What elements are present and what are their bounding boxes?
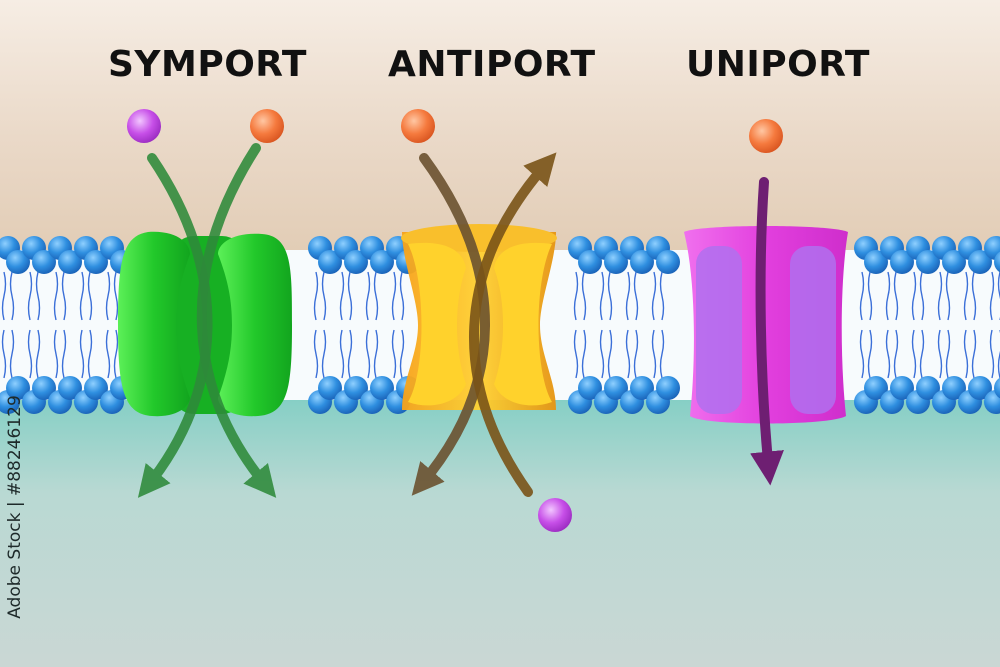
lipid-tail (599, 271, 613, 321)
phospholipid-head (58, 376, 82, 400)
lipid-tail (53, 271, 67, 321)
phospholipid-head (994, 377, 1000, 399)
lipid-tail (625, 329, 639, 379)
uniport-protein (684, 226, 848, 424)
antiport-arrow-inward (411, 153, 490, 496)
extracellular-space (0, 0, 1000, 250)
lipid-tail (391, 329, 405, 379)
phospholipid-head (578, 250, 602, 274)
uniport-channel-left (696, 246, 742, 414)
phospholipid-head (318, 250, 342, 274)
lipid-tail (911, 271, 925, 321)
symport-protein-left-half (118, 231, 190, 417)
lipid-tail (625, 271, 639, 321)
symport-protein (118, 231, 292, 417)
lipid-tail (339, 329, 353, 379)
phospholipid-head (864, 250, 888, 274)
lipid-tail (989, 271, 1000, 321)
phospholipid-head (604, 376, 628, 400)
phospholipid-head (370, 250, 394, 274)
antiport-purple-molecule (538, 498, 572, 532)
phospholipid-head (318, 376, 342, 400)
lipid-tail (859, 329, 873, 379)
lipid-tail (105, 329, 119, 379)
lipid-tail (53, 329, 67, 379)
symport-title: SYMPORT (108, 44, 307, 85)
lipid-tail (339, 271, 353, 321)
phospholipid-head (630, 250, 654, 274)
lipid-tail (599, 329, 613, 379)
phospholipid-head (344, 376, 368, 400)
phospholipid-head (864, 376, 888, 400)
phospholipid-head (578, 376, 602, 400)
phospholipid-head (630, 376, 654, 400)
antiport-arrow-outward (469, 152, 557, 497)
phospholipid-head (656, 250, 680, 274)
lipid-tail (885, 271, 899, 321)
lipid-tail (391, 271, 405, 321)
lipid-tail (365, 271, 379, 321)
phospholipid-head (916, 376, 940, 400)
stock-image-id-text: Adobe Stock | #88246129 (5, 395, 25, 619)
stock-image-id: Adobe Stock | #88246129 (4, 395, 26, 619)
phospholipid-head (968, 376, 992, 400)
lipid-tail (651, 271, 665, 321)
symport-arrow-left (137, 153, 213, 498)
phospholipid-head (656, 376, 680, 400)
phospholipid-head (6, 250, 30, 274)
phospholipid-head (984, 236, 1000, 260)
phospholipid-head (370, 376, 394, 400)
lipid-tail (859, 271, 873, 321)
lipid-tail (1, 271, 15, 321)
lipid-tail (105, 271, 119, 321)
phospholipid-head (968, 250, 992, 274)
lipid-tail (885, 329, 899, 379)
antiport-protein-right-lobe (494, 242, 552, 406)
lipid-tail (365, 329, 379, 379)
symport-protein-right-half (218, 233, 292, 417)
phospholipid-head (942, 376, 966, 400)
lipid-tail (963, 271, 977, 321)
uniport-channel-right (790, 246, 836, 414)
lipid-tail (27, 329, 41, 379)
phospholipid-head (84, 376, 108, 400)
phospholipid-head (604, 250, 628, 274)
lipid-tail (313, 329, 327, 379)
symport-arrow-right (196, 143, 277, 498)
phospholipid-head (994, 251, 1000, 273)
lipid-tail (937, 271, 951, 321)
lipid-tail (27, 271, 41, 321)
phospholipid-head (6, 376, 30, 400)
phospholipid-head (32, 376, 56, 400)
phospholipid-head (84, 250, 108, 274)
phospholipid-head (984, 390, 1000, 414)
uniport-title: UNIPORT (686, 44, 870, 85)
lipid-tail (573, 271, 587, 321)
lipid-tail (1, 329, 15, 379)
antiport-protein-left-lobe (408, 242, 466, 406)
lipid-tail (313, 271, 327, 321)
lipid-tail (79, 329, 93, 379)
lipid-tail (79, 271, 93, 321)
uniport-orange-molecule (749, 119, 783, 153)
phospholipid-head (916, 250, 940, 274)
phospholipid-head (32, 250, 56, 274)
lipid-tail (573, 329, 587, 379)
lipid-tail (963, 329, 977, 379)
phospholipid-head (58, 250, 82, 274)
antiport-orange-molecule (401, 109, 435, 143)
symport-orange-molecule (250, 109, 284, 143)
lipid-tail (911, 329, 925, 379)
lipid-tail (651, 329, 665, 379)
phospholipid-head (890, 376, 914, 400)
symport-purple-molecule (127, 109, 161, 143)
lipid-tail (937, 329, 951, 379)
phospholipid-head (344, 250, 368, 274)
phospholipid-head (890, 250, 914, 274)
uniport-arrow (750, 177, 784, 486)
phospholipid-head (942, 250, 966, 274)
antiport-title: ANTIPORT (388, 44, 596, 85)
lipid-tail (989, 329, 1000, 379)
